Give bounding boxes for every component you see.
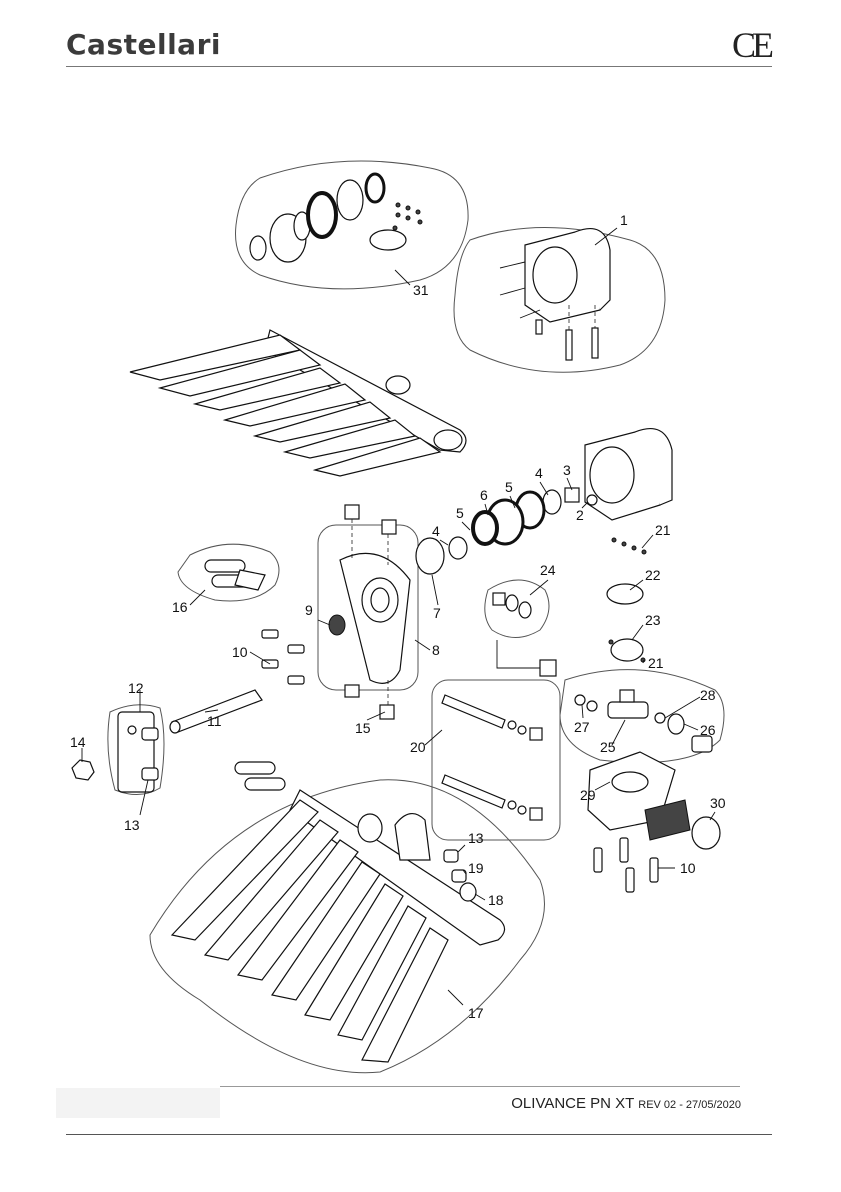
seal-kit-31 [250,174,422,262]
valve-25 [575,690,712,752]
small-parts-21-23 [607,538,646,662]
callout-18: 18 [488,892,504,908]
callout-14: 14 [70,734,86,750]
callout-30: 30 [710,795,726,811]
callout-17: 17 [468,1005,484,1021]
footer-band [56,1088,220,1118]
callout-3: 3 [563,462,571,478]
callout-6: 6 [480,487,488,503]
lower-comb-17 [172,790,505,1062]
callout-28: 28 [700,687,716,703]
callout-12: 12 [128,680,144,696]
callout-31: 31 [413,282,429,298]
callout-21: 21 [655,522,671,538]
screws-10 [262,630,304,684]
model-name: OLIVANCE PN XT [511,1095,634,1112]
actuator-housing-1 [500,229,610,360]
callout-21b: 21 [648,655,664,671]
callout-13b: 13 [468,830,484,846]
callout-4: 4 [535,465,543,481]
callout-24: 24 [540,562,556,578]
callout-4b: 4 [432,523,440,539]
chain-links-16 [205,560,265,590]
chain-links-lower [235,762,285,790]
plate-12 [118,712,158,792]
callout-23: 23 [645,612,661,628]
footer-caption: OLIVANCE PN XT REV 02 - 27/05/2020 [511,1095,741,1112]
callout-9: 9 [305,602,313,618]
callout-13: 13 [124,817,140,833]
washer-30 [692,817,720,849]
revision-info: REV 02 - 27/05/2020 [638,1099,741,1111]
callout-8: 8 [432,642,440,658]
upper-comb [130,330,466,476]
callout-20: 20 [410,739,426,755]
callout-1: 1 [620,212,628,228]
callout-22: 22 [645,567,661,583]
callout-29: 29 [580,787,596,803]
bottom-rule [66,1134,772,1135]
arm-assembly-8 [329,505,410,719]
bearing-stack [416,488,597,574]
callout-7: 7 [433,605,441,621]
callout-11: 11 [207,713,222,729]
screws-10-lower [594,838,658,892]
manifold-29 [588,752,690,840]
callout-27: 27 [574,719,590,735]
footer-rule [220,1086,740,1087]
callout-5b: 5 [456,505,464,521]
callout-25: 25 [600,739,616,755]
callout-5: 5 [505,479,513,495]
callout-16: 16 [172,599,188,615]
callout-2: 2 [576,507,584,523]
callout-19: 19 [468,860,484,876]
callout-10b: 10 [680,860,696,876]
bolts-20 [442,695,542,820]
nut-14 [72,760,94,780]
callout-15: 15 [355,720,371,736]
fitting-24 [493,593,556,676]
callout-10: 10 [232,644,248,660]
callout-26: 26 [700,722,716,738]
actuator-housing-right [585,429,672,520]
